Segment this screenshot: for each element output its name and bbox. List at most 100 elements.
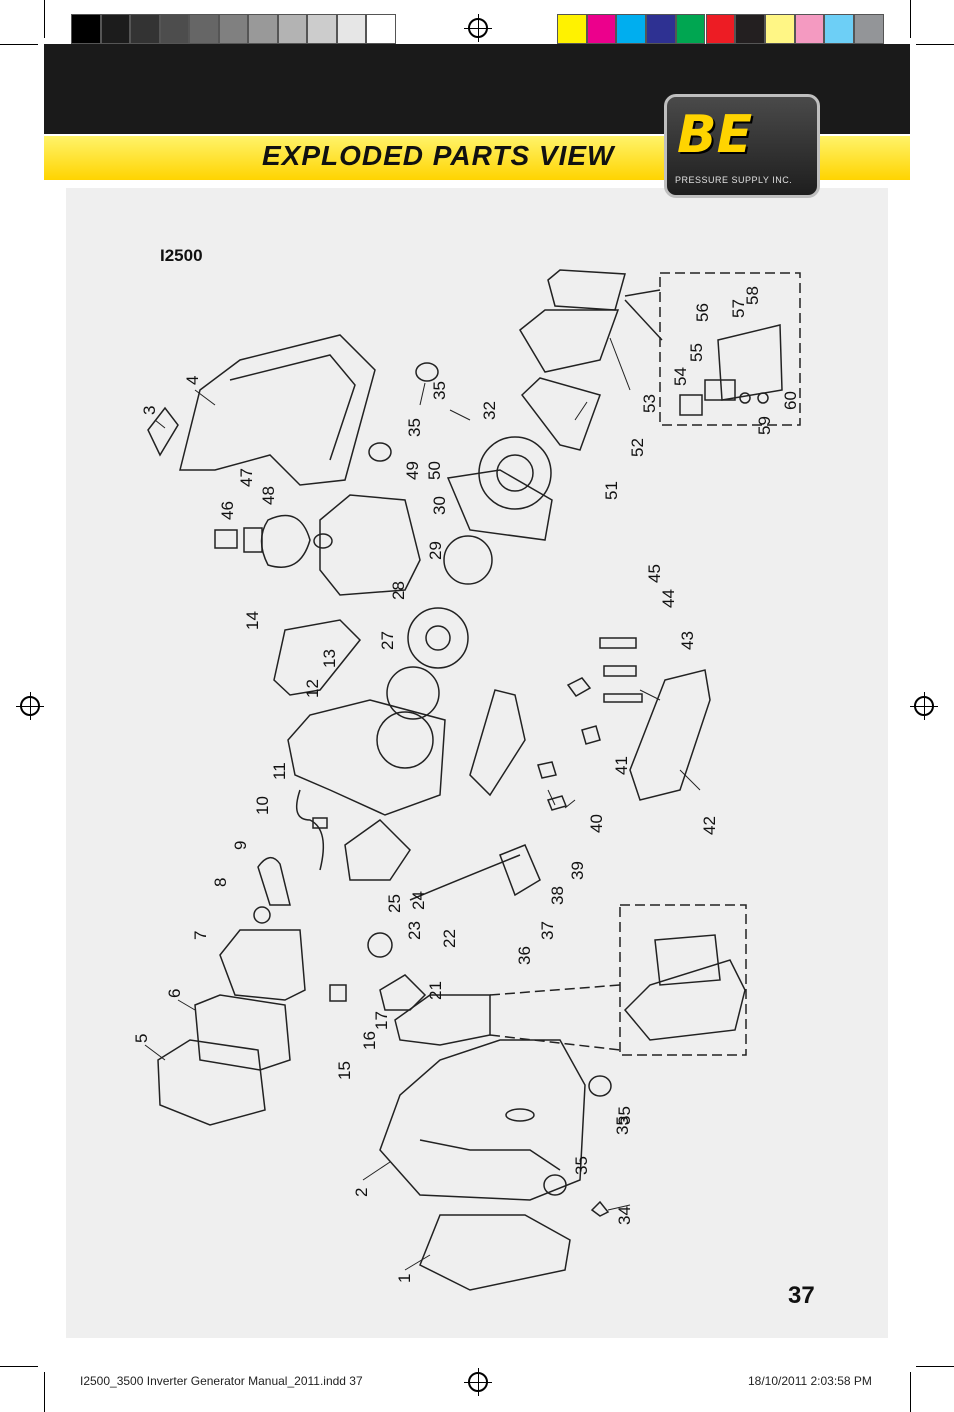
color-swatch xyxy=(557,14,587,44)
part-number-label: 35 xyxy=(430,381,449,400)
part-number-label: 42 xyxy=(700,816,719,835)
part-number-label: 54 xyxy=(671,367,690,386)
part-number-label: 1 xyxy=(395,1274,414,1283)
top-housing-shape xyxy=(179,334,376,486)
part-number-label: 39 xyxy=(568,861,587,880)
registration-mark-icon xyxy=(910,692,938,720)
part-number-label: 41 xyxy=(612,756,631,775)
air-filter-shape xyxy=(219,929,306,1001)
part-number-label: 12 xyxy=(303,679,322,698)
part-number-label: 47 xyxy=(237,468,256,487)
part-number-label: 28 xyxy=(389,581,408,600)
engine-shape xyxy=(287,699,446,816)
color-swatch xyxy=(586,14,617,44)
fuel-tank-shape xyxy=(319,494,421,596)
part-number-label: 46 xyxy=(218,501,237,520)
crop-mark xyxy=(916,1366,954,1367)
part-number-label: 10 xyxy=(253,796,272,815)
part-number-label: 29 xyxy=(426,541,445,560)
base-frame-shape xyxy=(629,669,711,801)
color-swatch xyxy=(794,14,825,44)
model-label: I2500 xyxy=(160,246,203,265)
gray-swatch xyxy=(218,14,248,44)
part-number-label: 15 xyxy=(335,1061,354,1080)
part-number-label: 6 xyxy=(165,989,184,998)
part-number-label: 60 xyxy=(781,391,800,410)
footer-file-info: I2500_3500 Inverter Generator Manual_201… xyxy=(80,1374,363,1388)
part-number-label: 43 xyxy=(678,631,697,650)
part-number-label: 5 xyxy=(132,1034,151,1043)
crop-mark xyxy=(910,1372,911,1412)
gray-swatch xyxy=(71,14,101,44)
crop-mark xyxy=(0,1366,38,1367)
part-number-label: 48 xyxy=(259,486,278,505)
rotor-shape xyxy=(443,535,493,585)
part-number-label: 37 xyxy=(538,921,557,940)
part-number-label: 27 xyxy=(378,631,397,650)
color-swatch xyxy=(675,14,706,44)
color-swatch xyxy=(616,14,647,44)
footer-date: 18/10/2011 2:03:58 PM xyxy=(748,1374,872,1388)
part-number-label: 17 xyxy=(372,1011,391,1030)
crop-mark xyxy=(44,1372,45,1412)
part-number-label: 35 xyxy=(572,1156,591,1175)
registration-mark-icon xyxy=(16,692,44,720)
brand-logo: BE PRESSURE SUPPLY INC. xyxy=(664,94,820,198)
part-number-label: 34 xyxy=(615,1206,634,1225)
color-swatch xyxy=(646,14,676,44)
part-drawings xyxy=(147,269,801,1291)
gray-swatch xyxy=(189,14,219,44)
leader-lines xyxy=(144,337,701,1271)
part-number-label: 8 xyxy=(211,878,230,887)
part-number-label: 57 xyxy=(729,299,748,318)
part-number-label: 44 xyxy=(659,589,678,608)
part-number-label: 21 xyxy=(426,981,445,1000)
part-number-label: 13 xyxy=(320,649,339,668)
part-number-label: 51 xyxy=(602,481,621,500)
crop-mark xyxy=(44,0,45,38)
part-number-label: 9 xyxy=(231,841,250,850)
part-number-label: 22 xyxy=(440,929,459,948)
part-number-label: 58 xyxy=(743,286,762,305)
part-number-label: 59 xyxy=(755,416,774,435)
part-number-label: 49 xyxy=(403,461,422,480)
gray-swatch xyxy=(248,14,278,44)
cap-shape xyxy=(214,529,238,549)
gray-swatch xyxy=(130,14,160,44)
part-number-label: 35 xyxy=(615,1106,634,1125)
logo-letters: BE xyxy=(677,105,753,165)
part-number-label: 7 xyxy=(191,931,210,940)
part-number-label: 3 xyxy=(140,406,159,415)
part-number-label: 30 xyxy=(430,496,449,515)
crop-mark xyxy=(916,44,954,45)
registration-mark-icon xyxy=(464,1368,492,1396)
part-number-label: 2 xyxy=(352,1188,371,1197)
part-number-label: 24 xyxy=(409,891,428,910)
part-number-label: 11 xyxy=(270,762,289,780)
part-number-label: 50 xyxy=(425,461,444,480)
part-number-label: 40 xyxy=(587,814,606,833)
page-title: EXPLODED PARTS VIEW xyxy=(262,140,615,171)
gray-swatch xyxy=(277,14,307,44)
gray-swatch xyxy=(159,14,189,44)
gray-swatch xyxy=(100,14,130,44)
color-swatch xyxy=(854,14,884,44)
registration-mark-icon xyxy=(464,14,492,42)
part-number-label: 36 xyxy=(515,946,534,965)
part-number-label: 32 xyxy=(480,401,499,420)
color-swatch xyxy=(764,14,795,44)
part-number-label: 25 xyxy=(385,894,404,913)
page-area xyxy=(66,188,888,1338)
page-number: 37 xyxy=(788,1282,815,1309)
gray-swatch xyxy=(366,14,396,44)
control-panel-detail-box xyxy=(659,272,801,426)
panel-shape xyxy=(147,406,179,457)
part-number-label: 14 xyxy=(243,611,262,630)
part-number-label: 35 xyxy=(613,1116,632,1135)
part-number-label: 16 xyxy=(360,1031,379,1050)
part-number-label: 35 xyxy=(405,418,424,437)
crop-mark xyxy=(910,0,911,38)
part-number-label: 56 xyxy=(693,303,712,322)
logo-text: PRESSURE SUPPLY INC. xyxy=(675,175,793,185)
